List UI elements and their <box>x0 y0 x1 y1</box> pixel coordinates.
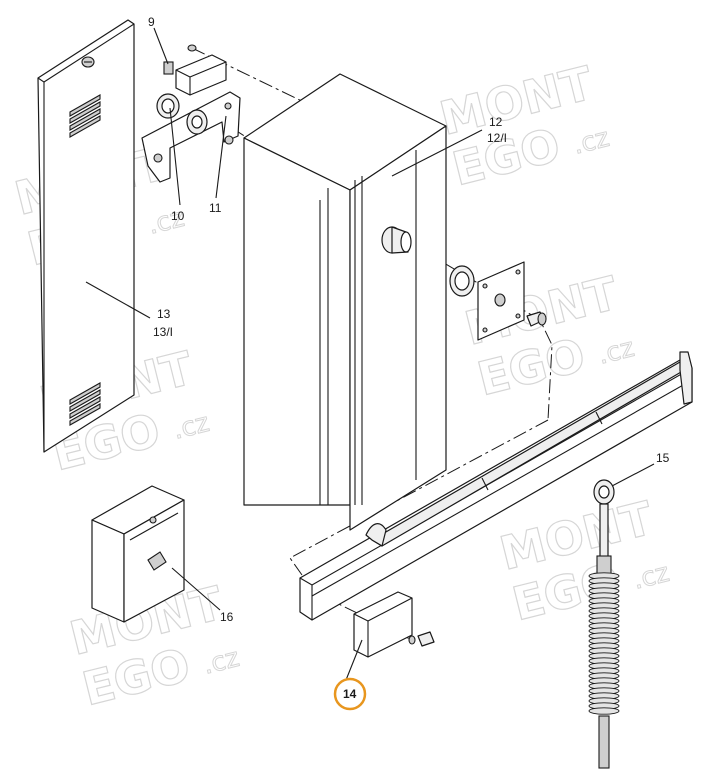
bracket-screw <box>417 631 435 647</box>
leader-14 <box>345 639 363 681</box>
cover-panel-top-edge <box>43 23 135 83</box>
callout-14-highlight-ring <box>333 677 367 711</box>
callout-10: 10 <box>171 209 185 223</box>
vent-slots-top <box>69 94 101 138</box>
cam-lever <box>141 91 241 183</box>
callout-12: 12 <box>489 115 503 129</box>
cover-panel-body <box>37 19 135 453</box>
panel-lock-icon <box>81 56 95 68</box>
boom-end-cap <box>679 351 693 405</box>
callout-14: 14 <box>343 687 357 701</box>
bracket-block <box>353 591 413 658</box>
leader-12 <box>391 129 483 177</box>
leader-lines <box>85 27 655 681</box>
column-front <box>243 137 351 506</box>
watermark-suffix-2: .cz <box>570 123 612 161</box>
control-box-side <box>91 519 125 623</box>
callout-labels: 9 10 11 12 12/I 13 13/I 15 16 14 <box>148 15 670 711</box>
lever-pin <box>224 135 234 145</box>
callout-13: 13 <box>157 307 171 321</box>
watermark-suffix-4: .cz <box>595 333 637 371</box>
balance-spring <box>588 479 620 769</box>
mounting-flange <box>449 261 547 341</box>
center-line-top <box>191 47 311 106</box>
control-box <box>91 485 185 623</box>
barrier-boom <box>299 351 693 621</box>
watermark-suffix-5: .cz <box>200 643 242 681</box>
barrier-column <box>243 73 447 531</box>
leader-15 <box>611 463 655 487</box>
watermark-suffix-6: .cz <box>630 558 672 596</box>
leader-11 <box>215 115 227 199</box>
callout-9: 9 <box>148 15 155 29</box>
lock-bracket <box>175 54 227 96</box>
leader-13 <box>85 281 151 319</box>
leader-9 <box>153 27 169 65</box>
spring-rod-top <box>599 503 609 559</box>
vent-slots-bottom <box>69 382 101 426</box>
leader-10 <box>169 107 181 206</box>
cover-panel <box>37 19 135 453</box>
watermark-6: MONT EGO .cz <box>494 490 673 632</box>
leader-16 <box>171 567 221 611</box>
spring-rod-bottom <box>598 715 610 769</box>
column-side <box>349 125 447 531</box>
lock-cylinder <box>163 61 174 75</box>
watermark-suffix-3: .cz <box>170 408 212 446</box>
boom-bracket <box>353 591 435 658</box>
spring-coil <box>588 707 620 715</box>
lock-assembly <box>163 44 227 96</box>
callout-12-i: 12/I <box>487 131 507 145</box>
callout-13-i: 13/I <box>153 325 173 339</box>
control-box-lock-icon <box>147 551 167 571</box>
cam-lever-assembly <box>141 91 241 183</box>
callout-16: 16 <box>220 610 234 624</box>
watermark-2: MONT EGO .cz <box>434 55 613 197</box>
center-line-boom <box>289 419 549 576</box>
callout-11: 11 <box>209 201 222 215</box>
callout-15: 15 <box>656 451 670 465</box>
spring-coils <box>588 572 620 715</box>
lock-screw <box>187 44 197 52</box>
